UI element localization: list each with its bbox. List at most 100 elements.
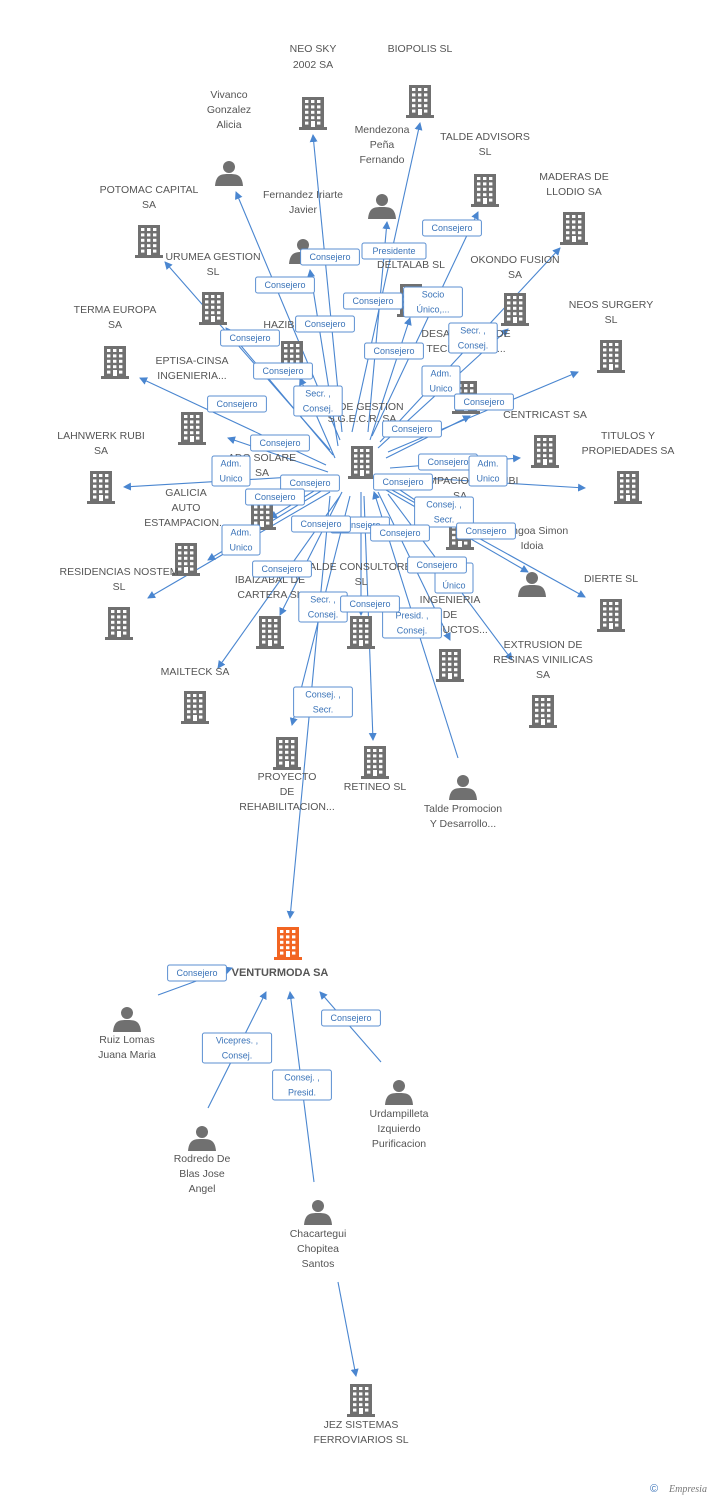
ruiz-lomas-juana-maria-person-icon — [113, 1007, 141, 1032]
node-label: DIERTE SL — [584, 573, 638, 585]
jez-sistemas-ferroviarios-sl-building-icon — [347, 1384, 375, 1417]
relation-label: Consejero — [289, 478, 330, 488]
relation-label: Vicepres. ,Consej. — [216, 1036, 258, 1061]
okondo-fusion-sa-building-icon — [501, 293, 529, 326]
node-centricast-sa[interactable]: CENTRICAST SA — [503, 409, 587, 468]
titulos-y-propiedades-sa-building-icon — [614, 471, 642, 504]
relation-secr-consej: Secr. ,Consej. — [448, 322, 498, 354]
talde-consultores-sl-building-icon — [347, 616, 375, 649]
relation-label: Consejero — [229, 333, 270, 343]
brand-logo: Empresia — [668, 1484, 707, 1495]
relation-consejero: Consejero — [321, 1009, 381, 1027]
node-biopolis-sl[interactable]: BIOPOLIS SL — [388, 43, 453, 118]
node-dierte-sl[interactable]: DIERTE SL — [584, 573, 638, 632]
residencias-nostem-sl-building-icon — [105, 607, 133, 640]
relation-vicepres-consej: Vicepres. ,Consej. — [201, 1032, 273, 1064]
node-main-company[interactable]: VENTURMODA SA — [232, 927, 329, 979]
relation-adm-unico: Adm.Unico — [211, 455, 251, 487]
relation-label: Adm.Unico — [476, 459, 499, 484]
eptisa-cinsa-ingenieria-building-icon — [178, 412, 206, 445]
node-mailteck-sa[interactable]: MAILTECK SA — [161, 666, 230, 724]
maderas-de-llodio-sa-building-icon — [560, 212, 588, 245]
relation-label: Consejero — [352, 296, 393, 306]
relation-label: Consejero — [304, 319, 345, 329]
relation-consejero: Consejero — [207, 395, 267, 413]
relation-consejero: Consejero — [340, 595, 400, 613]
relation-label: Consej. ,Secr. — [305, 690, 341, 715]
node-label: BIOPOLIS SL — [388, 43, 453, 55]
relation-label: Secr. ,Consej. — [458, 326, 489, 351]
footer: ©Empresia — [650, 1483, 707, 1495]
relation-consej-secr: Consej. ,Secr. — [293, 686, 353, 718]
node-label: RETINEO SL — [344, 781, 407, 793]
relation-label: Presid. ,Consej. — [395, 611, 428, 636]
relation-label: Consejero — [300, 519, 341, 529]
relation-consejero: Consejero — [255, 276, 315, 294]
relation-consejero: Consejero — [295, 315, 355, 333]
relation-label: Consej. ,Presid. — [284, 1073, 320, 1098]
relation-presid-consej: Presid. ,Consej. — [382, 607, 442, 639]
relation-label: Consejero — [330, 1013, 371, 1023]
node-retineo-sl[interactable]: RETINEO SL — [344, 746, 407, 793]
relation-label: Consejero — [259, 438, 300, 448]
relation-consejero: Consejero — [252, 560, 312, 578]
neo-sky-2002-sa-building-icon — [299, 97, 327, 130]
relation-consejero: Consejero — [407, 556, 467, 574]
relation-label: Consejero — [176, 968, 217, 978]
edge-7 — [307, 269, 339, 447]
relation-consejero: Consejero — [300, 248, 360, 266]
relation-label: Consejero — [382, 477, 423, 487]
relation-consejero: Consejero — [167, 964, 227, 982]
relation-consejero: Consejero — [422, 219, 482, 237]
main-company-label: VENTURMODA SA — [232, 967, 329, 979]
relation-label: Consejero — [309, 252, 350, 262]
chacartegui-chopitea-santos-person-icon — [304, 1200, 332, 1225]
relation-consej-secr: Consej. ,Secr. — [414, 496, 474, 528]
node-label: DELTALAB SL — [377, 259, 445, 271]
relation-label: Presidente — [372, 246, 415, 256]
edge-8 — [369, 317, 412, 441]
relation-label: Adm.Unico — [219, 459, 242, 484]
edge-1 — [351, 122, 423, 433]
relation-label: Consejero — [349, 599, 390, 609]
relation-label: Secr. ,Consej. — [303, 389, 334, 414]
